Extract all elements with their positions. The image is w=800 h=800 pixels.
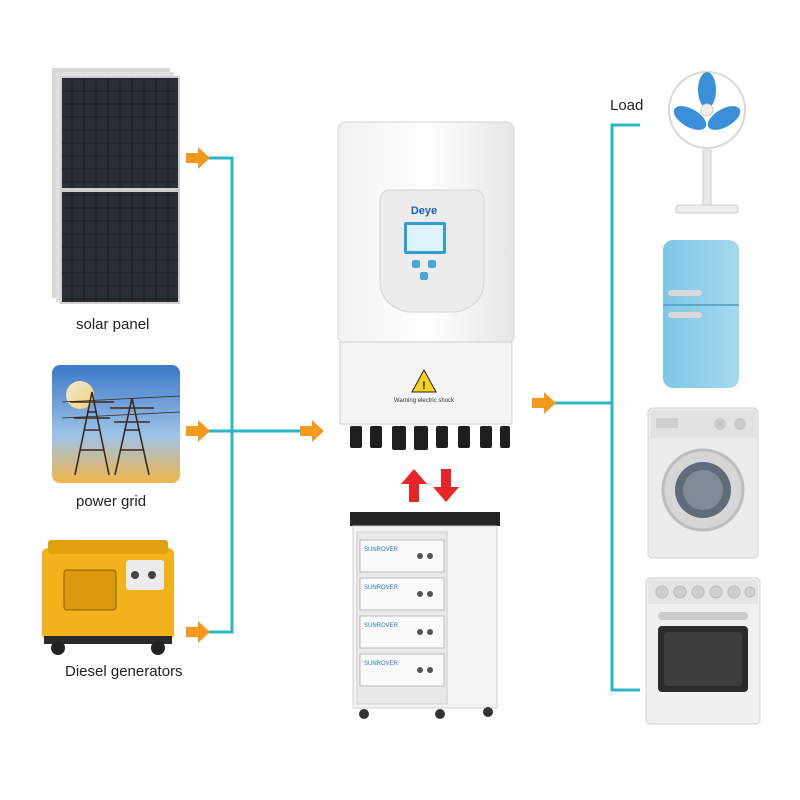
load-bus-line: [610, 123, 640, 692]
source-label-grid: power grid: [76, 493, 147, 510]
refrigerator-icon: [663, 240, 739, 388]
fan-icon: [668, 71, 746, 214]
load-label: Load: [610, 97, 644, 114]
hybrid-inverter-icon: Deye ! Warning electric shock: [337, 121, 515, 450]
source-bus-line: [205, 156, 234, 634]
source-label-solar: solar panel: [76, 316, 150, 333]
inverter-brand: Deye: [411, 205, 437, 217]
flow-arrows: [186, 147, 556, 643]
battery-brand: SUNROVER: [364, 623, 399, 629]
battery-brand: SUNROVER: [364, 585, 399, 591]
source-label-generator: Diesel generators: [65, 663, 183, 680]
arrow-out-inverter: [532, 392, 556, 414]
battery-rack-icon: SUNROVER SUNROVER SUNROVER SUNROVER: [350, 512, 500, 719]
arrow-into-inverter: [300, 420, 324, 442]
warning-label: Warning electric shock: [394, 398, 455, 404]
battery-exchange-arrows: [401, 469, 459, 502]
oven-icon: [645, 577, 761, 725]
diesel-generator-icon: [42, 540, 174, 655]
arrow-up-icon: [401, 469, 427, 502]
washing-machine-icon: [647, 407, 759, 559]
battery-brand: SUNROVER: [364, 547, 399, 553]
solar-panel-icon: [52, 68, 180, 304]
battery-brand: SUNROVER: [364, 661, 399, 667]
connection-lines: [205, 123, 640, 692]
arrow-generator: [186, 621, 210, 643]
arrow-grid: [186, 420, 210, 442]
arrow-solar: [186, 147, 210, 169]
power-grid-icon: [52, 365, 181, 483]
svg-text:!: !: [422, 380, 426, 392]
arrow-down-icon: [433, 469, 459, 502]
warning-icon: [411, 368, 437, 393]
